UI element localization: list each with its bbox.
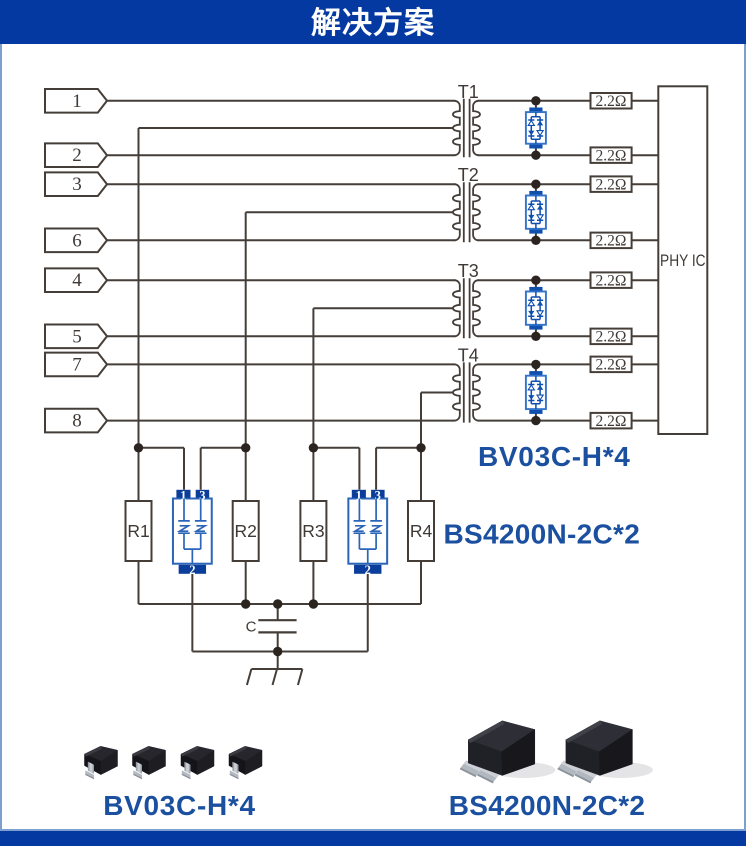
svg-text:2: 2 [365, 563, 371, 577]
svg-text:2.2Ω: 2.2Ω [596, 272, 627, 289]
svg-text:R3: R3 [302, 521, 324, 541]
svg-text:2.2Ω: 2.2Ω [596, 413, 627, 430]
svg-text:R4: R4 [410, 521, 433, 541]
svg-text:5: 5 [72, 326, 82, 347]
svg-text:PHY IC: PHY IC [660, 251, 706, 270]
svg-text:2: 2 [189, 563, 195, 577]
svg-text:2.2Ω: 2.2Ω [596, 329, 627, 346]
svg-text:BV03C-H*4: BV03C-H*4 [103, 790, 256, 821]
svg-text:R1: R1 [127, 521, 149, 541]
svg-text:1: 1 [72, 91, 82, 112]
svg-text:C: C [246, 619, 257, 636]
svg-text:BS4200N-2C*2: BS4200N-2C*2 [449, 790, 646, 821]
svg-text:3: 3 [375, 488, 381, 502]
svg-text:6: 6 [72, 230, 82, 251]
svg-text:2: 2 [72, 145, 82, 166]
svg-text:2.2Ω: 2.2Ω [596, 147, 627, 164]
svg-text:7: 7 [72, 354, 82, 375]
svg-text:1: 1 [356, 488, 362, 502]
svg-text:2.2Ω: 2.2Ω [596, 233, 627, 250]
svg-text:1: 1 [180, 488, 186, 502]
svg-text:3: 3 [72, 174, 82, 195]
svg-text:BV03C-H*4: BV03C-H*4 [478, 441, 631, 472]
svg-text:2.2Ω: 2.2Ω [596, 176, 627, 193]
svg-text:R2: R2 [235, 521, 257, 541]
svg-text:3: 3 [199, 488, 205, 502]
svg-text:T4: T4 [458, 345, 479, 365]
svg-text:T3: T3 [458, 261, 479, 281]
svg-text:T1: T1 [458, 82, 479, 102]
svg-text:4: 4 [72, 270, 82, 291]
svg-text:8: 8 [72, 411, 82, 432]
svg-text:T2: T2 [458, 165, 479, 185]
svg-text:2.2Ω: 2.2Ω [596, 93, 627, 110]
svg-text:BS4200N-2C*2: BS4200N-2C*2 [444, 519, 641, 550]
svg-text:2.2Ω: 2.2Ω [596, 357, 627, 374]
